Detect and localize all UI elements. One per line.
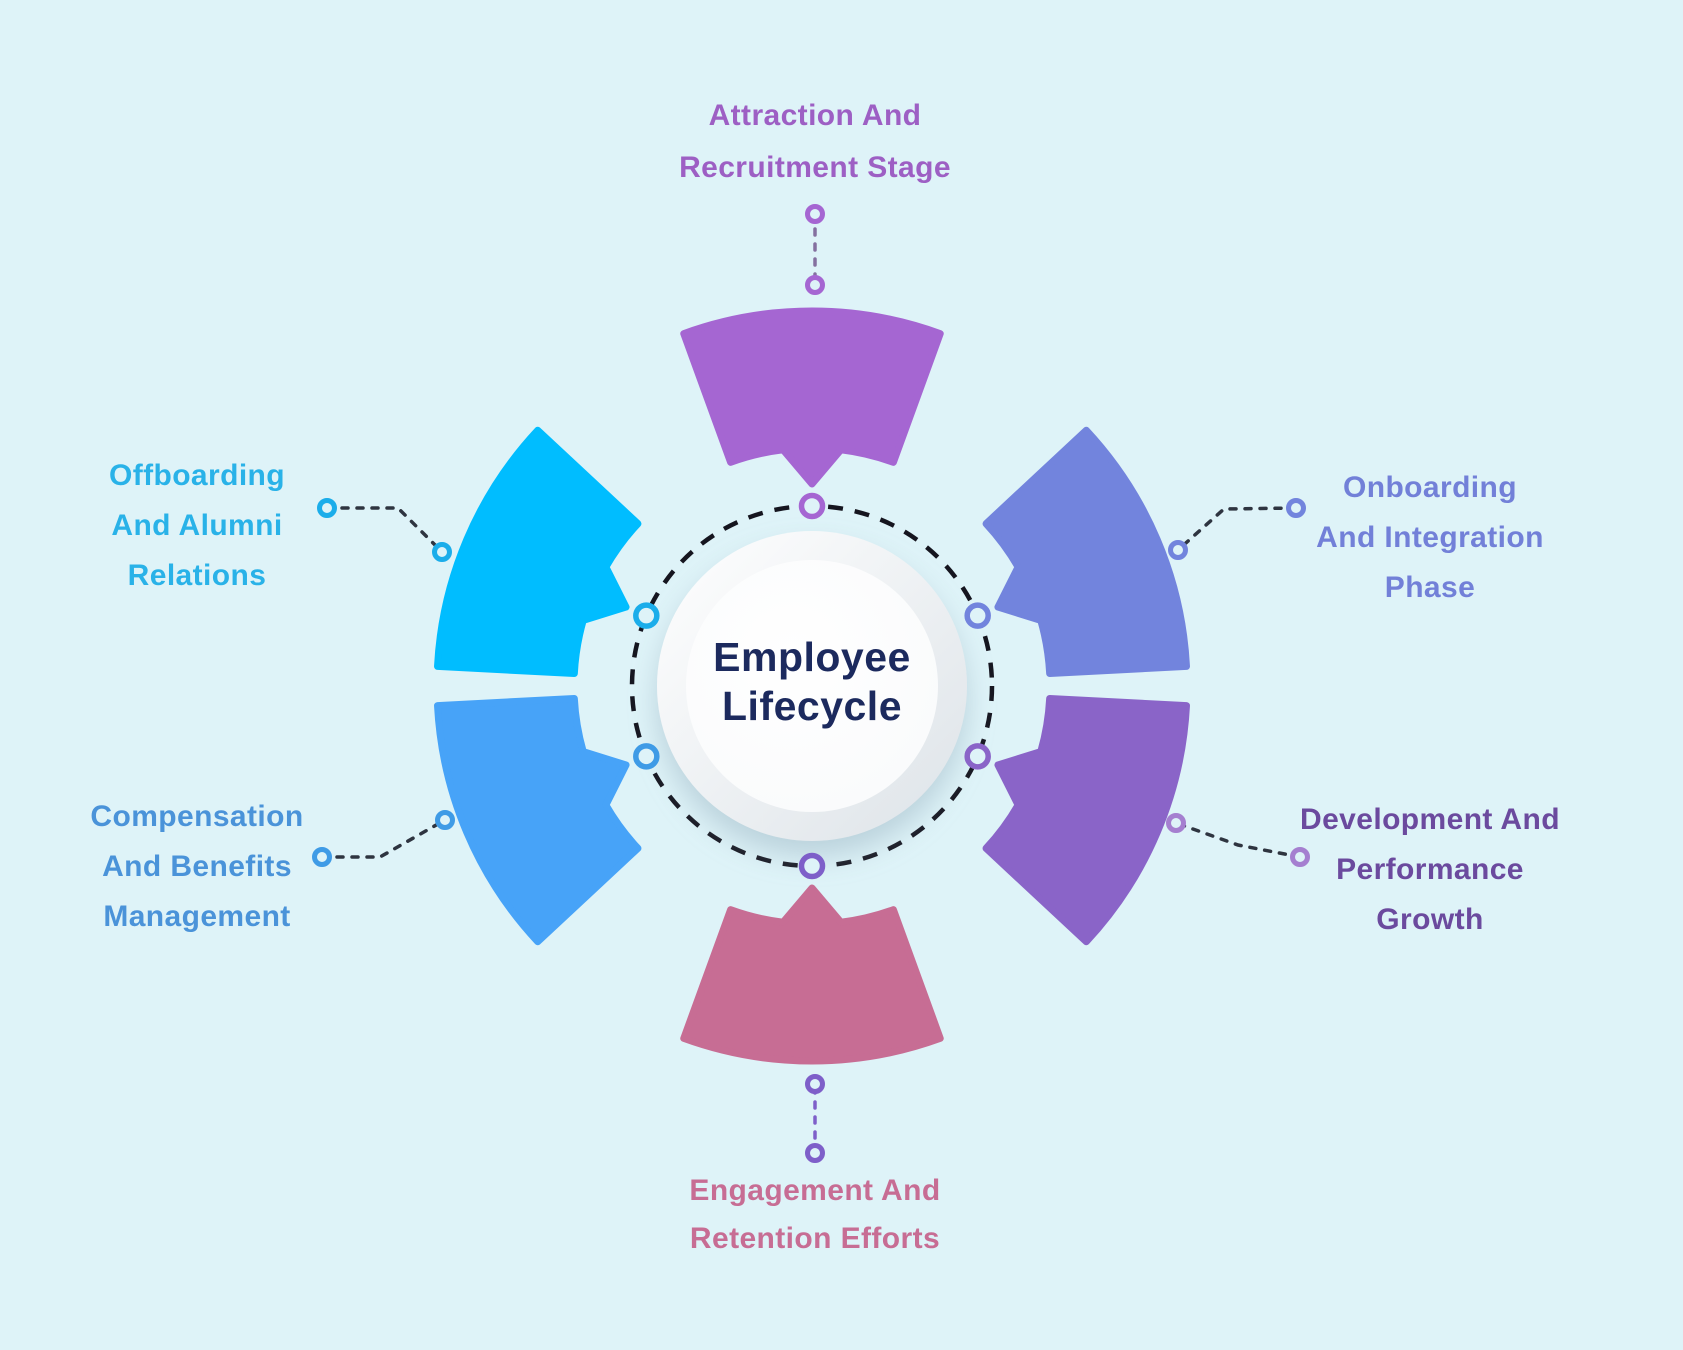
label-offboarding-alumni: Offboarding And Alumni Relations xyxy=(27,451,367,601)
segment-engagement xyxy=(680,884,944,1065)
connector-ring-attraction xyxy=(805,204,825,224)
center-title: Employee Lifecycle xyxy=(637,633,987,731)
connector-compensation xyxy=(320,818,447,859)
ring-dot-offboarding xyxy=(633,602,660,629)
connector-ring-compensation xyxy=(312,847,332,867)
connector-ring-engagement xyxy=(805,1074,825,1094)
connector-ring-development xyxy=(1166,813,1186,833)
connector-ring-compensation xyxy=(435,810,455,830)
segment-offboarding xyxy=(434,426,642,678)
center-title-line: Lifecycle xyxy=(722,683,902,729)
label-line: Phase xyxy=(1384,571,1476,604)
label-attraction-recruitment: Attraction And Recruitment Stage xyxy=(585,90,1045,194)
segment-development xyxy=(982,694,1190,946)
label-line: Development And xyxy=(1300,803,1560,836)
connector-development xyxy=(1174,821,1302,859)
label-line: Compensation xyxy=(90,800,304,833)
label-line: And Alumni xyxy=(111,509,283,542)
segment-attraction xyxy=(680,307,944,488)
ring-dot-onboarding xyxy=(964,602,991,629)
segment-onboarding xyxy=(982,426,1190,678)
center-title-line: Employee xyxy=(713,634,911,680)
ring-dot-compensation xyxy=(633,743,660,770)
ring-dot-attraction xyxy=(798,492,826,520)
label-line: Growth xyxy=(1376,903,1484,936)
connector-ring-development xyxy=(1290,847,1310,867)
center-circle-face xyxy=(686,560,938,812)
connector-ring-offboarding xyxy=(317,498,337,518)
label-development-performance: Development And Performance Growth xyxy=(1230,795,1630,945)
label-line: Onboarding xyxy=(1343,471,1517,504)
label-line: Relations xyxy=(127,559,267,592)
connector-ring-onboarding xyxy=(1168,540,1188,560)
connector-ring-engagement xyxy=(805,1143,825,1163)
label-line: Engagement And xyxy=(689,1174,941,1207)
label-line: And Integration xyxy=(1316,521,1544,554)
ring-dot-engagement xyxy=(798,852,826,880)
ring-dot-development xyxy=(964,743,991,770)
label-line: Offboarding xyxy=(108,459,286,492)
label-line: Performance xyxy=(1336,853,1524,886)
label-compensation-benefits: Compensation And Benefits Management xyxy=(27,792,367,942)
connector-ring-attraction xyxy=(805,275,825,295)
label-line: Recruitment Stage xyxy=(679,151,951,184)
label-line: Retention Efforts xyxy=(689,1222,941,1255)
label-engagement-retention: Engagement And Retention Efforts xyxy=(585,1167,1045,1263)
label-line: Attraction And xyxy=(708,99,922,132)
connector-ring-onboarding xyxy=(1286,498,1306,518)
segment-compensation xyxy=(434,694,642,946)
label-onboarding-integration: Onboarding And Integration Phase xyxy=(1230,463,1630,613)
connector-offboarding xyxy=(325,506,444,554)
connector-ring-offboarding xyxy=(432,542,452,562)
label-line: Management xyxy=(103,900,291,933)
label-line: And Benefits xyxy=(102,850,292,883)
